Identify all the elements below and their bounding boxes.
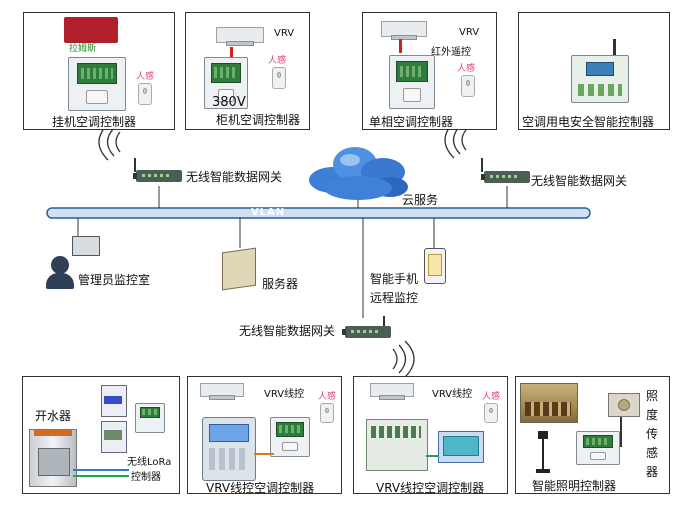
lora-label-line2: 控制器 xyxy=(131,472,161,483)
ac-power-safety-controller-label: 空调用电安全智能控制器 xyxy=(522,115,655,129)
wireless-signal-icon xyxy=(392,340,415,378)
gateway-device-icon xyxy=(342,326,391,338)
single-phase-ac-controller-label: 单相空调控制器 xyxy=(369,115,454,129)
light-sensor-char: 器 xyxy=(646,465,659,479)
controller-device-icon xyxy=(204,57,248,109)
cabinet-ac-box: VRV 人感 380V 柜机空调控制器 xyxy=(185,12,310,130)
human-sensor-label: 人感 xyxy=(318,392,337,402)
monitor-icon xyxy=(72,236,100,256)
vrv-wired-label-1: VRV线控 xyxy=(264,389,305,400)
cloud-icon xyxy=(309,147,408,200)
controller-device-icon xyxy=(68,57,126,111)
wall-ac-brand-label: 拉姆斯 xyxy=(69,44,97,54)
human-sensor-icon xyxy=(320,403,334,423)
smartphone-label-line2: 远程监控 xyxy=(370,291,419,305)
contactor-icon xyxy=(101,421,127,453)
gateway-antenna-icon xyxy=(134,158,136,172)
vrv-wired-ac-controller-label-2: VRV线控空调控制器 xyxy=(376,481,485,495)
single-phase-ac-box: VRV 红外遥控 人感 单相空调控制器 xyxy=(362,12,497,130)
human-sensor-label: 人感 xyxy=(268,56,287,66)
wired-controller-panel-icon xyxy=(202,417,256,481)
vlan-label: VLAN xyxy=(251,207,286,218)
smart-breaker-device-icon xyxy=(571,55,629,103)
voltage-label: 380V xyxy=(212,95,246,110)
server-icon xyxy=(222,247,256,291)
ac-power-safety-box: 空调用电安全智能控制器 xyxy=(518,12,670,130)
light-sensor-char: 度 xyxy=(646,408,659,422)
wall-ac-box: 拉姆斯 人感 挂机空调控制器 xyxy=(23,12,175,130)
human-sensor-icon xyxy=(138,83,152,105)
gateway-right-label: 无线智能数据网关 xyxy=(531,174,628,188)
water-heater-icon xyxy=(29,429,77,487)
controller-device-icon xyxy=(389,55,435,109)
gateway-left-label: 无线智能数据网关 xyxy=(186,170,283,184)
wired-controller-panel-icon xyxy=(438,431,484,463)
vlan-bar xyxy=(46,207,591,219)
human-sensor-label: 人感 xyxy=(457,64,476,74)
vrv-wired-box-1: VRV线控 人感 VRV线控空调控制器 xyxy=(187,376,342,495)
cabinet-vrv-label: VRV xyxy=(274,28,295,39)
smartphone-icon xyxy=(424,248,446,284)
light-sensor-char: 感 xyxy=(646,446,659,460)
light-sensor-label: 照 度 传 感 器 xyxy=(646,387,658,482)
gateway-antenna-icon xyxy=(481,158,483,172)
vrv-unit-icon xyxy=(216,27,264,46)
person-icon xyxy=(51,256,69,274)
admin-room-label: 管理员监控室 xyxy=(78,273,151,287)
classroom-photo-icon xyxy=(520,383,578,423)
human-sensor-icon xyxy=(484,403,498,423)
vrv-unit-icon xyxy=(381,21,427,40)
vrv-wired-label-2: VRV线控 xyxy=(432,389,473,400)
human-sensor-label: 人感 xyxy=(482,392,501,402)
vrv-wired-ac-controller-label-1: VRV线控空调控制器 xyxy=(206,481,315,495)
human-sensor-icon xyxy=(461,75,475,97)
single-phase-vrv-label: VRV xyxy=(459,27,480,38)
controller-device-icon xyxy=(135,403,165,433)
vrv-unit-icon xyxy=(200,383,244,400)
water-heater-label: 开水器 xyxy=(35,409,72,423)
lamp-icon xyxy=(538,431,548,439)
smartphone-label-line1: 智能手机 xyxy=(370,272,419,286)
lora-label-line1: 无线LoRa xyxy=(127,457,172,468)
gateway-bottom-label: 无线智能数据网关 xyxy=(239,324,336,338)
server-label: 服务器 xyxy=(262,277,299,291)
wall-ac-controller-label: 挂机空调控制器 xyxy=(52,115,137,129)
controller-device-icon xyxy=(576,431,620,465)
ir-remote-label: 红外遥控 xyxy=(431,47,471,58)
light-sensor-device-icon xyxy=(608,393,640,417)
light-sensor-char: 照 xyxy=(646,389,659,403)
cabinet-ac-controller-label: 柜机空调控制器 xyxy=(216,113,301,127)
gateway-antenna-icon xyxy=(383,316,385,328)
controller-device-icon xyxy=(270,417,310,457)
water-heater-box: 开水器 无线LoRa 控制器 xyxy=(22,376,180,494)
meter-device-icon xyxy=(101,385,127,417)
breaker-panel-icon xyxy=(366,419,428,471)
human-sensor-icon xyxy=(272,67,286,89)
gateway-device-icon xyxy=(133,170,182,182)
wall-ac-unit-icon xyxy=(64,17,118,43)
light-sensor-char: 传 xyxy=(646,427,659,441)
vrv-unit-icon xyxy=(370,383,414,400)
human-sensor-label: 人感 xyxy=(136,72,155,82)
smart-lighting-controller-label: 智能照明控制器 xyxy=(532,479,617,493)
smart-lighting-box: 照 度 传 感 器 智能照明控制器 xyxy=(515,376,670,494)
cloud-service-label: 云服务 xyxy=(402,193,439,207)
vrv-wired-box-2: VRV线控 人感 VRV线控空调控制器 xyxy=(353,376,508,495)
gateway-device-icon xyxy=(481,171,530,183)
